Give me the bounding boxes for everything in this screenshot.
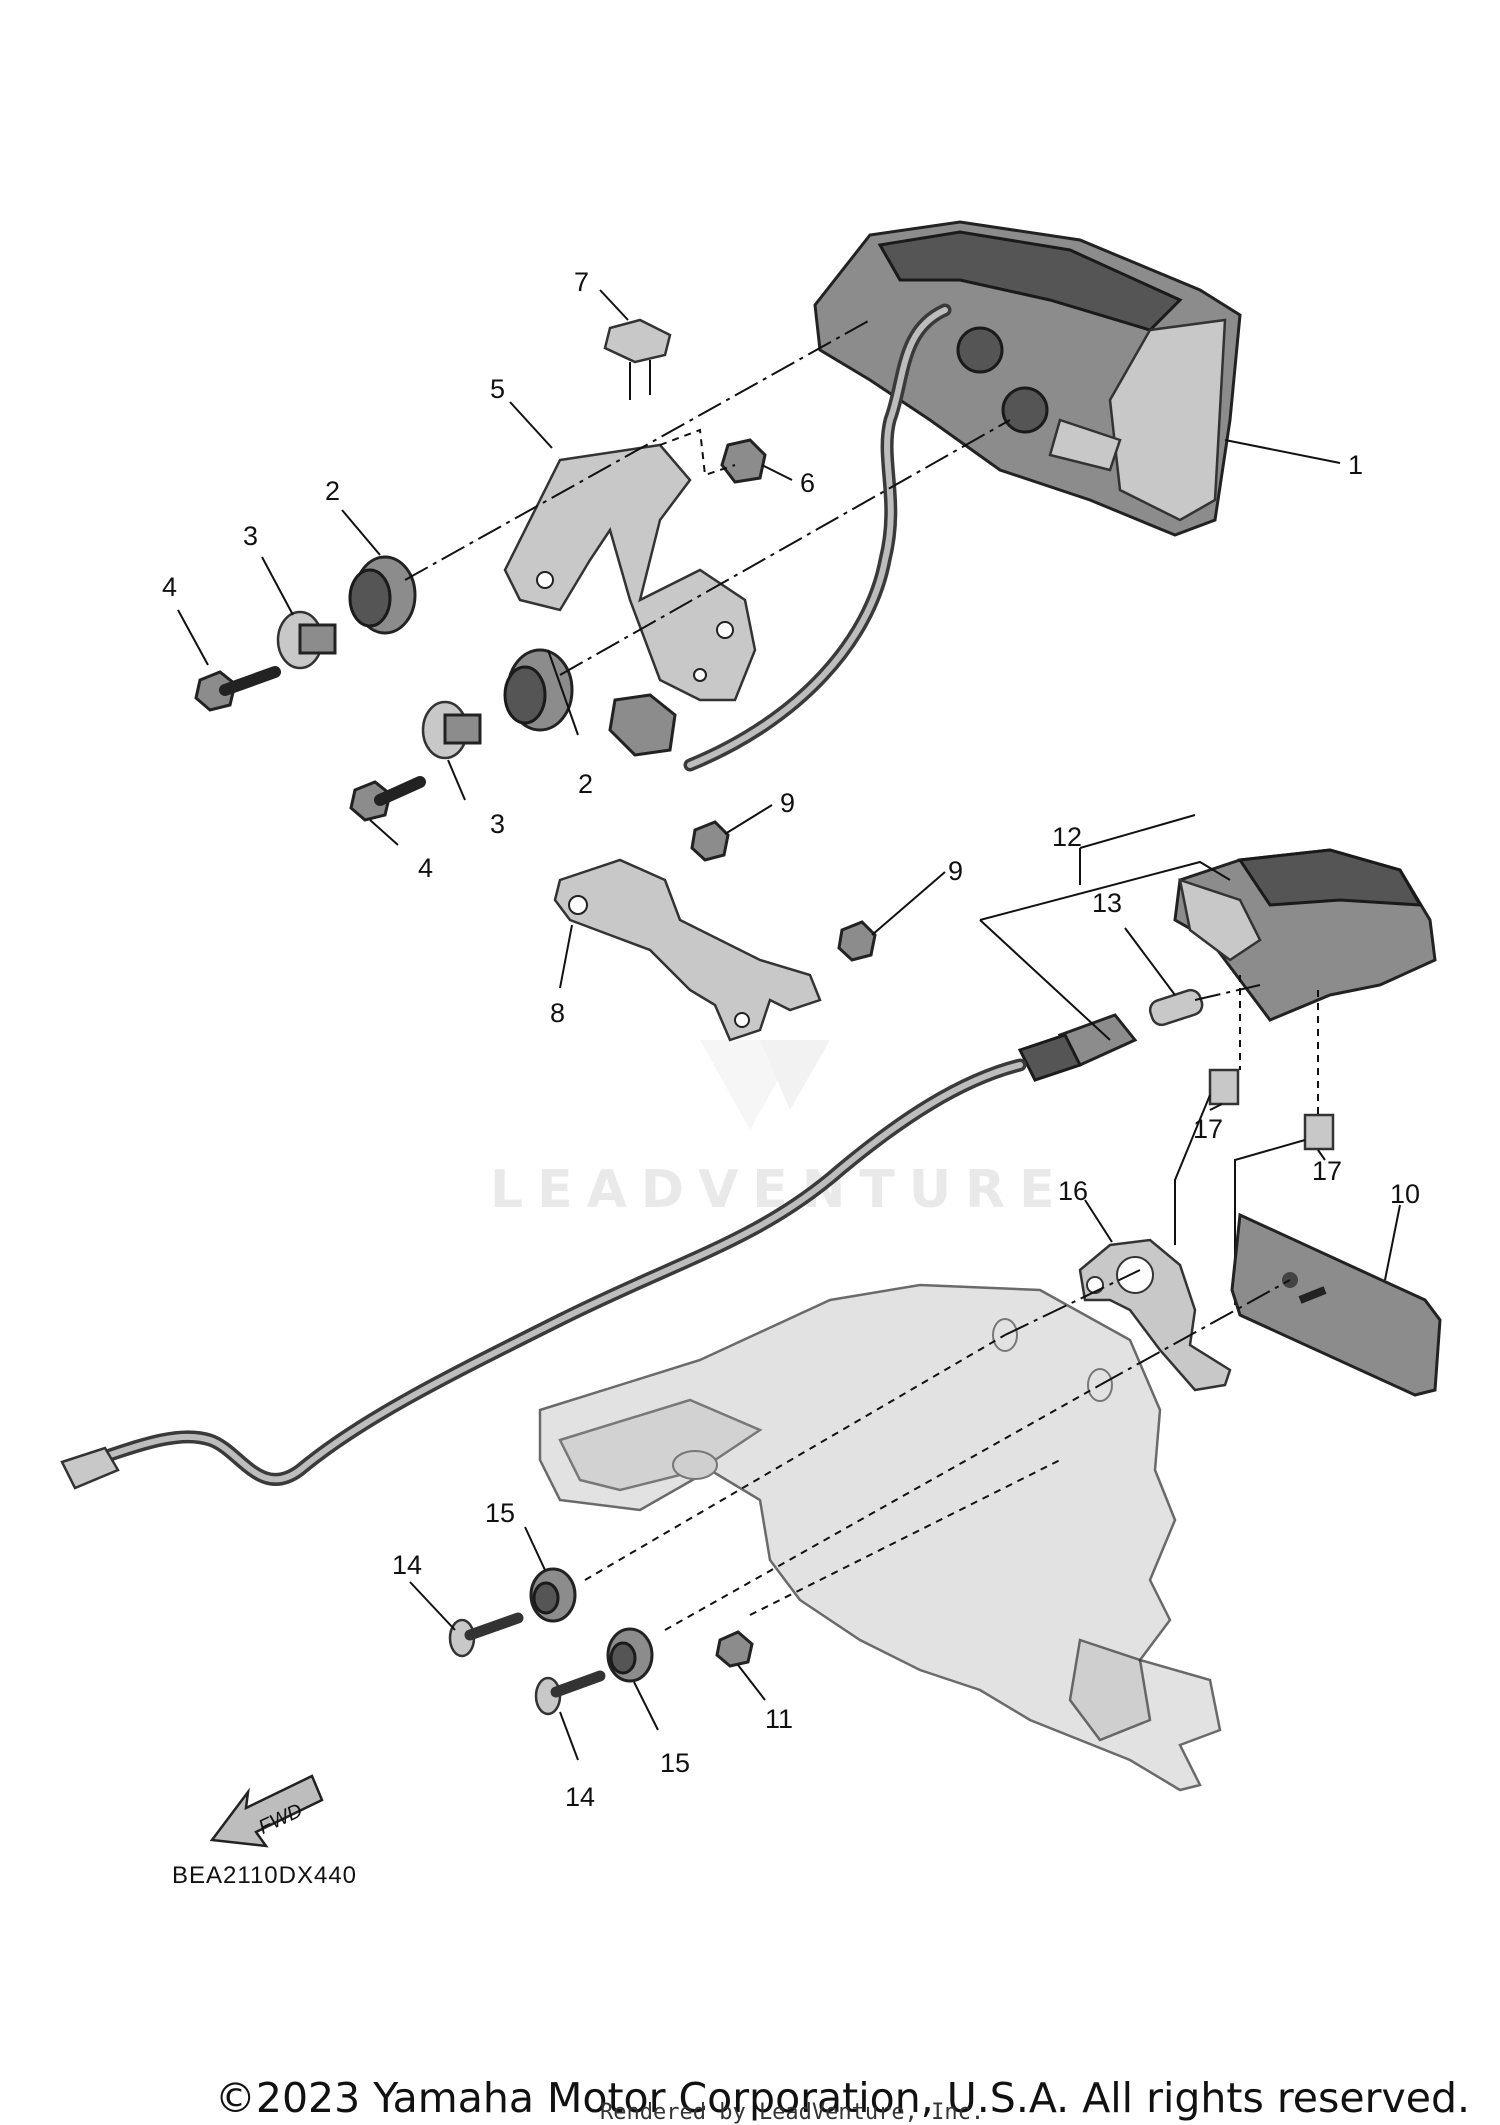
callout-12: 12 <box>1052 822 1082 852</box>
reflector[interactable] <box>1230 1212 1442 1397</box>
callout-9-lower: 9 <box>948 856 963 886</box>
callout-5: 5 <box>490 374 505 404</box>
bulb-socket[interactable] <box>1017 1013 1138 1082</box>
callout-3-lower: 3 <box>490 809 505 839</box>
callout-numbers: 1 2 2 3 3 4 4 5 6 7 8 9 9 10 11 12 13 14… <box>162 267 1420 1812</box>
grommet-15-upper[interactable] <box>529 1567 577 1623</box>
bulb[interactable] <box>1148 988 1205 1028</box>
bolt-lower[interactable] <box>349 776 426 822</box>
license-light-harness <box>88 1058 1027 1486</box>
callout-4-upper: 4 <box>162 572 177 602</box>
callout-15-lower: 15 <box>660 1748 690 1778</box>
screw-14-upper[interactable] <box>448 1612 524 1658</box>
callout-15-upper: 15 <box>485 1498 515 1528</box>
forward-arrow-icon: FWD <box>209 1774 324 1848</box>
callout-2-upper: 2 <box>325 476 340 506</box>
callout-10: 10 <box>1390 1179 1420 1209</box>
diagram-code: BEA2110DX440 <box>172 1862 358 1889</box>
fender-axis-lines <box>584 1269 1291 1631</box>
rear-fender <box>538 1283 1222 1792</box>
axis-lines-upper <box>404 319 1011 676</box>
tail-light-wire <box>683 303 952 772</box>
grommet-15-lower[interactable] <box>606 1627 654 1683</box>
callout-16: 16 <box>1058 1176 1088 1206</box>
nut-9-lower[interactable] <box>837 920 877 962</box>
watermark-logo <box>700 1040 830 1130</box>
callout-6: 6 <box>800 468 815 498</box>
callout-17-left: 17 <box>1193 1114 1223 1144</box>
callout-8: 8 <box>550 998 565 1028</box>
callout-1: 1 <box>1348 450 1363 480</box>
rendered-by-note: Rendered by LeadVenture, Inc. <box>600 2100 985 2125</box>
reflector-bracket[interactable] <box>1078 1238 1232 1392</box>
copyright-notice: ©2023 Yamaha Motor Corporation, U.S.A. A… <box>214 2074 1470 2122</box>
license-bracket[interactable] <box>553 858 822 1042</box>
nut-6[interactable] <box>720 438 767 484</box>
collar-upper[interactable] <box>276 610 337 670</box>
watermark: LEADVENTURE <box>490 1160 1069 1220</box>
screw-14-lower[interactable] <box>534 1670 606 1716</box>
collar-lower[interactable] <box>421 700 482 760</box>
callout-7: 7 <box>574 267 589 297</box>
nut-11[interactable] <box>715 1630 754 1668</box>
callout-14-lower: 14 <box>565 1782 595 1812</box>
callout-14-upper: 14 <box>392 1550 422 1580</box>
callout-4-lower: 4 <box>418 853 433 883</box>
clip-17-left[interactable] <box>1208 1068 1240 1106</box>
callout-2-lower: 2 <box>578 769 593 799</box>
harness-end-connector <box>60 1446 120 1490</box>
bracket-12-lines <box>979 860 1261 1041</box>
callout-13: 13 <box>1092 888 1122 918</box>
tail-light-assembly[interactable] <box>813 220 1242 537</box>
clip[interactable] <box>603 318 672 400</box>
clip-17-right[interactable] <box>1303 1113 1335 1151</box>
callout-11: 11 <box>765 1704 793 1734</box>
bolt-upper[interactable] <box>194 666 281 712</box>
callout-9-upper: 9 <box>780 788 795 818</box>
bracket[interactable] <box>503 443 757 702</box>
tail-light-connector <box>608 693 677 757</box>
nut-9-upper[interactable] <box>690 820 730 862</box>
callout-3-upper: 3 <box>243 521 258 551</box>
leader-lines <box>177 289 1401 1761</box>
license-light[interactable] <box>1173 848 1437 1022</box>
callout-17-right: 17 <box>1312 1156 1342 1186</box>
grommet-upper[interactable] <box>348 555 417 635</box>
